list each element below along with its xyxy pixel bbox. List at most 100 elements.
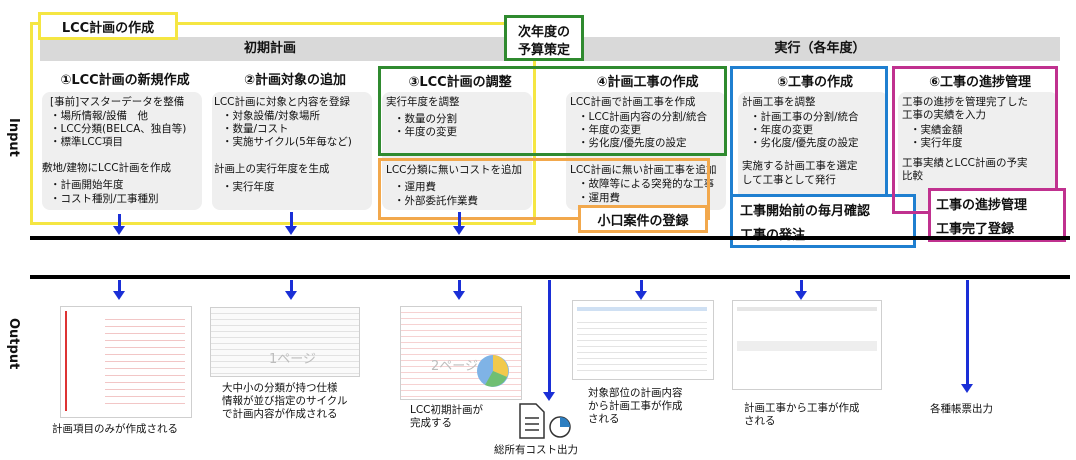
col6-line: 工事の進捗を管理完了した	[902, 96, 1028, 108]
column-2-title: ②計画対象の追加	[243, 73, 346, 88]
col1-line: ・標準LCC項目	[50, 136, 124, 148]
col6-line: ・実行年度	[910, 137, 963, 149]
next-year-budget-line2: 予算策定	[517, 43, 570, 58]
col5-line: ・年度の変更	[750, 124, 813, 136]
output-thumbnail-1	[60, 306, 192, 418]
col2-line: 計画上の実行年度を生成	[214, 163, 330, 175]
col3-line: ・外部委託作業費	[394, 195, 478, 207]
output-arrow-3	[458, 280, 461, 292]
output-arrow-2	[290, 280, 293, 292]
col1-line: [事前]マスターデータを整備	[50, 96, 185, 108]
col2-line: ・実施サイクル(5年毎など)	[222, 136, 352, 148]
col3-line: LCC分類に無いコストを追加	[386, 164, 523, 176]
input-arrow-2	[290, 212, 293, 228]
lcc-creation-title-box	[38, 12, 178, 40]
column-3-title: ③LCC計画の調整	[408, 75, 512, 90]
col1-line: 敷地/建物にLCC計画を作成	[42, 162, 172, 174]
col3-line: 実行年度を調整	[386, 96, 460, 108]
column-1-bg	[42, 92, 202, 210]
lcc-creation-title: LCC計画の作成	[61, 21, 155, 36]
output-thumbnail-5	[732, 300, 882, 390]
column-3-bg	[382, 92, 532, 210]
col4-line: LCC計画に無い計画工事を追加	[570, 164, 717, 176]
output-caption-3-line: LCC初期計画が	[410, 404, 484, 416]
col4-line: ・年度の変更	[578, 124, 641, 136]
small-case-box	[578, 205, 708, 233]
col1-line: ・コスト種別/工事種別	[50, 193, 159, 205]
output-caption-4-line: 対象部位の計画内容	[588, 387, 683, 399]
progress-line1: 工事の進捗管理	[936, 198, 1028, 213]
output-divider	[30, 275, 1070, 279]
column-4-bg	[566, 92, 726, 210]
col4-line: ・運用費	[578, 192, 620, 204]
input-arrow-1-head	[113, 226, 125, 235]
next-year-budget-box	[504, 15, 584, 61]
col5-line: ・劣化度/優先度の設定	[750, 137, 859, 149]
output-caption-6: 各種帳票出力	[930, 403, 993, 415]
col1-line: ・場所情報/設備 他	[50, 110, 149, 122]
tco-arrow-head	[543, 392, 555, 401]
output-arrow-1-head	[113, 291, 125, 300]
column-4-title: ④計画工事の作成	[596, 75, 699, 90]
output-arrow-4-head	[635, 291, 647, 300]
watermark-page-2: 2ページ	[431, 359, 479, 374]
col1-line: ・計画開始年度	[50, 179, 124, 191]
col2-line: ・対象設備/対象場所	[222, 110, 321, 122]
column-1-title: ①LCC計画の新規作成	[60, 73, 190, 88]
output-caption-3-line: 完成する	[410, 417, 452, 429]
col4-line: LCC計画で計画工事を作成	[570, 96, 696, 108]
col3-line: ・運用費	[394, 181, 436, 193]
input-divider	[30, 236, 1070, 240]
output-thumbnail-3: 2ページ	[400, 306, 522, 400]
progress-box	[928, 188, 1066, 242]
output-caption-2-line: で計画内容が作成される	[222, 408, 338, 420]
input-arrow-3	[458, 212, 461, 228]
column-6-title: ⑥工事の進捗管理	[928, 75, 1031, 90]
phase-execution-label: 実行（各年度）	[774, 41, 866, 56]
col6-line: 工事の実績を入力	[902, 109, 986, 121]
output-caption-2-line: 大中小の分類が持つ仕様	[222, 382, 338, 394]
pie-chart-icon	[477, 355, 509, 387]
phase-initial-label: 初期計画	[243, 41, 296, 56]
output-arrow-5-head	[795, 291, 807, 300]
monthly-check-line1: 工事開始前の毎月確認	[740, 204, 871, 219]
output-arrow-1	[118, 280, 121, 292]
tco-caption: 総所有コスト出力	[494, 444, 578, 456]
budget-frame	[378, 66, 727, 156]
col2-line: ・数量/コスト	[222, 123, 289, 135]
output-arrow-4	[640, 280, 643, 292]
monthly-check-line2: 工事の発注	[740, 224, 805, 243]
col3-line: ・数量の分割	[394, 113, 457, 125]
document-chart-icon	[519, 403, 571, 439]
output-arrow-3-head	[453, 291, 465, 300]
col3-line: ・年度の変更	[394, 126, 457, 138]
output-arrow-6	[966, 280, 969, 386]
col4-line: ・故障等による突発的な工事	[578, 178, 715, 190]
output-caption-2-line: 情報が並び指定のサイクル	[222, 395, 348, 407]
col2-line: LCC計画に対象と内容を登録	[214, 96, 351, 108]
output-caption-4-line: される	[588, 413, 620, 425]
small-case-frame	[378, 158, 710, 220]
col5-line: 計画工事を調整	[742, 96, 816, 108]
progress-line2: 工事完了登録	[936, 222, 1015, 237]
col6-line: ・実績金額	[910, 124, 963, 136]
output-caption-5-line: 計画工事から工事が作成	[744, 402, 860, 414]
col6-line: 工事実績とLCC計画の予実	[902, 157, 1028, 169]
order-frame	[730, 66, 888, 214]
column-5-bg	[738, 92, 888, 210]
output-arrow-5	[800, 280, 803, 292]
input-label: Input	[6, 118, 21, 157]
output-arrow-6-head	[961, 384, 973, 393]
output-thumbnail-4	[572, 300, 714, 380]
col1-line: ・LCC分類(BELCA、独自等)	[50, 123, 187, 135]
output-label: Output	[6, 318, 21, 370]
col5-line: して工事として発行	[742, 174, 836, 186]
next-year-budget-line1: 次年度の	[517, 25, 570, 40]
output-caption-1: 計画項目のみが作成される	[52, 423, 178, 435]
col5-line: 実施する計画工事を選定	[742, 160, 858, 172]
col2-line: ・実行年度	[222, 181, 275, 193]
lcc-creation-frame	[30, 22, 536, 225]
input-arrow-1	[118, 214, 121, 228]
col4-line: ・劣化度/優先度の設定	[578, 137, 687, 149]
output-caption-4-line: から計画工事が作成	[588, 400, 683, 412]
